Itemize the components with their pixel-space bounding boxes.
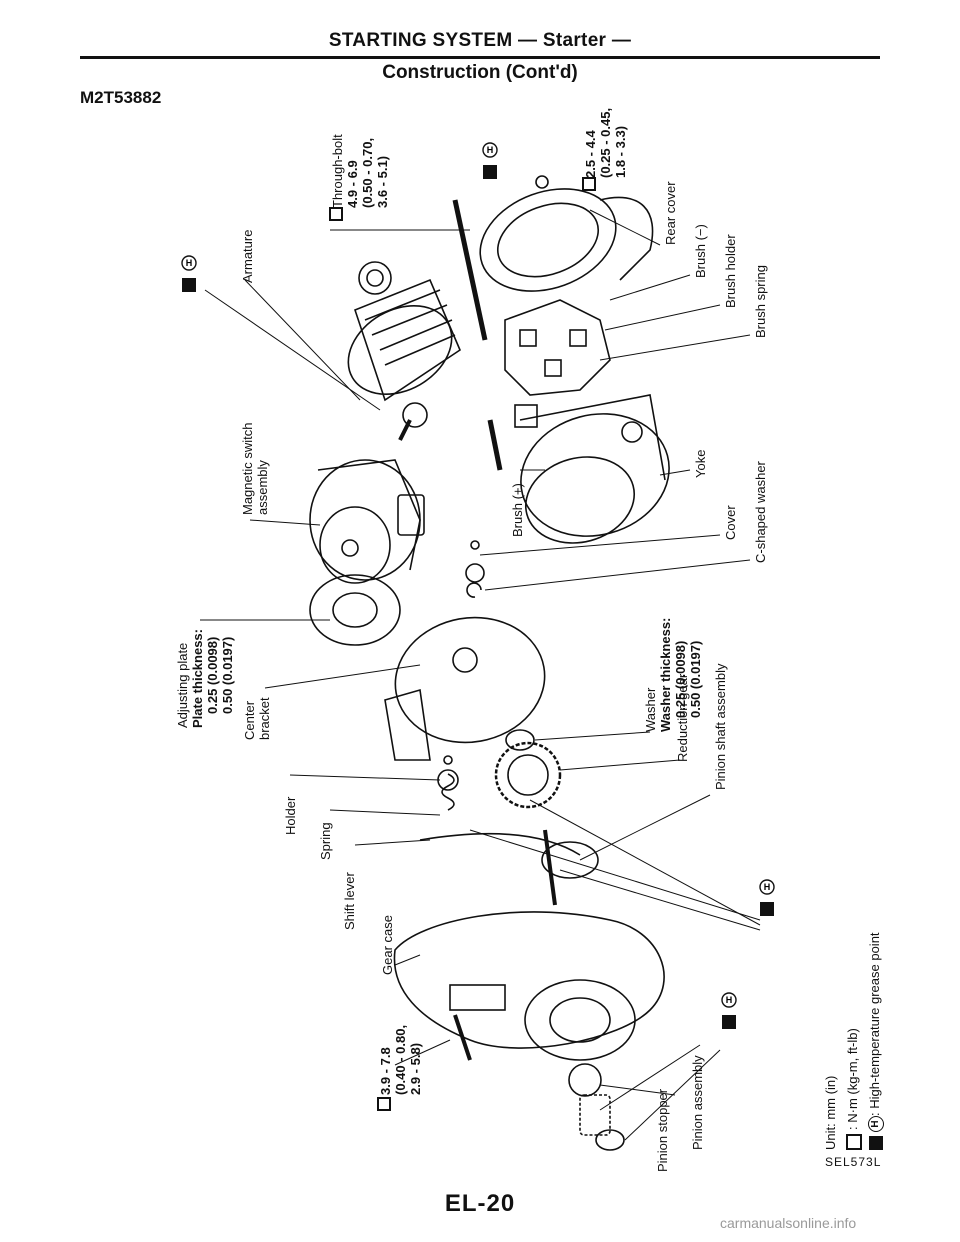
label-brush-negative: Brush (−) — [693, 224, 708, 278]
label-shift-lever: Shift lever — [342, 872, 357, 930]
torque-wrench-icon — [329, 207, 343, 221]
section-subtitle: Construction (Cont'd) — [382, 62, 578, 83]
yoke-part — [514, 394, 670, 544]
label-reduction-gear: Reduction gear — [675, 673, 690, 762]
reduction-gear-part — [494, 741, 562, 809]
label-pinion-assembly: Pinion assembly — [690, 1055, 705, 1150]
grease-point-icon — [182, 278, 196, 292]
washer-part — [505, 729, 535, 751]
label-armature: Armature — [240, 229, 255, 283]
torque-wrench-icon — [845, 1134, 862, 1150]
center-bracket-part — [384, 616, 546, 761]
grease-point-icon — [760, 902, 774, 916]
legend-grease: H: High-temperature grease point — [864, 932, 886, 1150]
armature-part — [347, 278, 461, 441]
brush-holder-part — [504, 299, 611, 396]
label-rear-cover-torque: 2.5 - 4.4 (0.25 - 0.45, 1.8 - 3.3) — [583, 107, 628, 178]
label-brush-spring: Brush spring — [753, 265, 768, 338]
label-washer: Washer Washer thickness: 0.25 (0.0098) 0… — [643, 617, 703, 732]
grease-point-icon — [722, 1015, 736, 1029]
svg-text:H: H — [764, 882, 771, 892]
label-holder: Holder — [283, 796, 298, 835]
label-brush-positive: Brush (+) — [510, 483, 525, 537]
pinion-shaft-part — [419, 829, 599, 906]
document-id: M2T53882 — [80, 88, 162, 107]
label-pinion-shaft-assembly: Pinion shaft assembly — [713, 663, 728, 790]
cover-part — [465, 540, 485, 598]
label-cover: Cover — [723, 505, 738, 540]
label-pinion-stopper: Pinion stopper — [655, 1088, 670, 1172]
rear-cover-part — [479, 175, 654, 292]
grease-point-icon — [483, 165, 497, 179]
watermark: carmanualsonline.info — [720, 1215, 857, 1231]
magnetic-switch-part — [309, 459, 425, 584]
header-rule — [80, 56, 880, 59]
label-magnetic-switch: Magnetic switch assembly — [240, 422, 270, 515]
svg-text:H: H — [726, 995, 733, 1005]
gear-case-part — [393, 911, 665, 1061]
holder-spring-part — [437, 755, 459, 811]
label-gear-case-torque: 3.9 - 7.8 (0.40 - 0.80, 2.9 - 5.8) — [378, 1024, 423, 1095]
torque-wrench-icon — [377, 1097, 391, 1111]
pinion-part — [568, 1063, 625, 1151]
legend-torque: : N·m (kg-m, ft-lb) — [842, 932, 864, 1150]
grease-markers — [182, 165, 774, 1029]
grease-h-icon: H — [867, 1116, 884, 1132]
leader-lines — [200, 209, 761, 1141]
legend-unit: Unit: mm (in) — [823, 1075, 838, 1150]
legend: Unit: mm (in) : N·m (kg-m, ft-lb) H: Hig… — [820, 932, 886, 1150]
label-rear-cover: Rear cover — [663, 181, 678, 245]
svg-text:H: H — [186, 258, 193, 268]
label-c-shaped-washer: C-shaped washer — [753, 461, 768, 563]
bearing-part — [358, 261, 392, 295]
label-center-bracket: Center bracket — [242, 697, 272, 740]
label-adjusting-plate: Adjusting plate Plate thickness: 0.25 (0… — [175, 629, 235, 728]
svg-text:H: H — [487, 145, 494, 155]
through-bolt-part — [452, 199, 503, 471]
label-gear-case: Gear case — [380, 915, 395, 975]
page-number: EL-20 — [444, 1190, 516, 1217]
torque-markers — [329, 177, 596, 1111]
label-spring: Spring — [318, 822, 333, 860]
page-header-title: STARTING SYSTEM — Starter — — [328, 30, 632, 51]
figure-id: SEL573L — [825, 1155, 882, 1169]
grease-point-icon — [868, 1136, 883, 1150]
torque-wrench-icon — [582, 177, 596, 191]
adjusting-plate-part — [309, 574, 401, 646]
label-brush-holder: Brush holder — [723, 234, 738, 308]
label-through-bolt: Through-bolt 4.9 - 6.9 (0.50 - 0.70, 3.6… — [330, 134, 390, 208]
label-yoke: Yoke — [693, 449, 708, 478]
